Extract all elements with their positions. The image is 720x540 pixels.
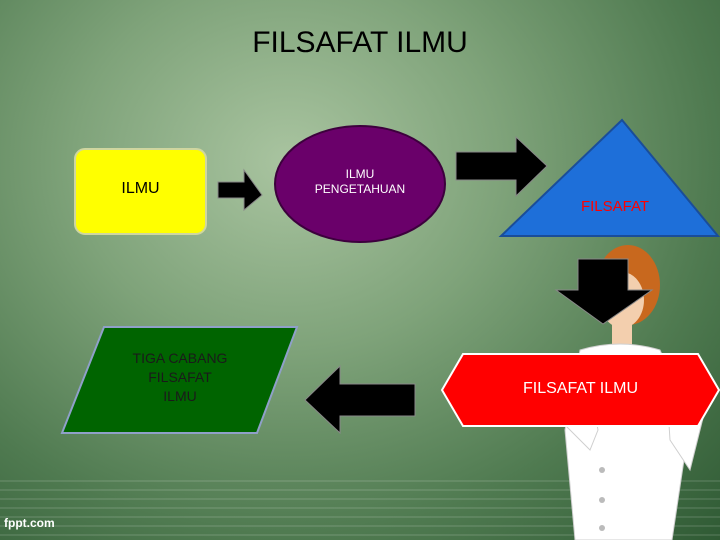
tiga-cabang-line3: ILMU — [163, 388, 197, 404]
filsafat-triangle — [498, 118, 720, 237]
ilmu-label: ILMU — [121, 180, 160, 197]
arrow-to-tiga-cabang — [304, 364, 416, 435]
filsafat-ilmu-label: FILSAFAT ILMU — [523, 380, 638, 397]
tiga-cabang-parallelogram — [60, 326, 299, 434]
arrow-pengetahuan-to-filsafat — [455, 135, 548, 198]
arrow-filsafat-down — [554, 258, 654, 325]
ilmu-box — [74, 148, 207, 235]
slide-title: FILSAFAT ILMU — [252, 26, 468, 59]
tiga-cabang-label: TIGA CABANG FILSAFAT ILMU — [100, 349, 260, 406]
filsafat-label: FILSAFAT — [580, 198, 650, 215]
tiga-cabang-line1: TIGA CABANG — [132, 350, 228, 366]
ilmu-pengetahuan-ellipse — [274, 125, 446, 243]
fppt-logo: fppt.com — [4, 516, 55, 530]
ilmu-pengetahuan-label: ILMU PENGETAHUAN — [285, 167, 435, 197]
ilmu-pengetahuan-line2: PENGETAHUAN — [314, 182, 406, 196]
filsafat-ilmu-hexagon — [440, 353, 720, 427]
tiga-cabang-line2: FILSAFAT — [148, 369, 212, 385]
arrow-ilmu-to-pengetahuan — [217, 168, 263, 212]
ilmu-pengetahuan-line1: ILMU — [345, 167, 375, 181]
